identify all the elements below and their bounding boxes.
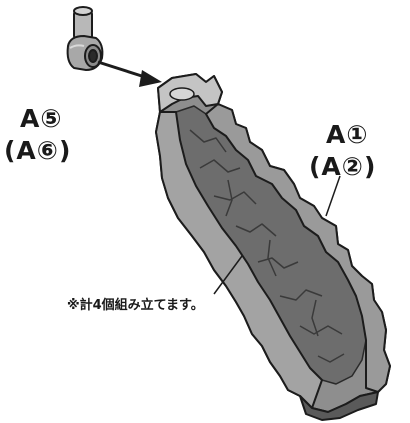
connector-peg-icon bbox=[66, 6, 104, 71]
assembly-note: ※計4個組み立てます。 bbox=[67, 298, 204, 313]
label-part-a2: (A②) bbox=[309, 152, 377, 181]
insert-arrow-icon bbox=[97, 60, 162, 87]
label-part-a1: A① bbox=[326, 120, 369, 149]
label-part-a5: A⑤ bbox=[20, 104, 63, 133]
label-part-a6: (A⑥) bbox=[4, 136, 72, 165]
leader-lines bbox=[213, 175, 341, 295]
